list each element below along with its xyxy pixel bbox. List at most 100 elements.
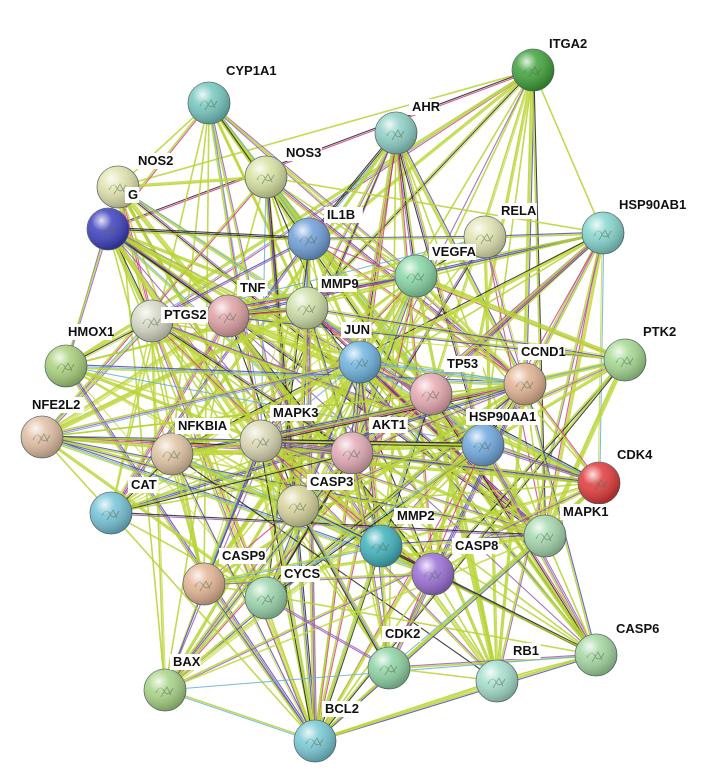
node-hmox1[interactable]: HMOX1 bbox=[44, 324, 114, 388]
interaction-edge bbox=[297, 482, 600, 507]
interaction-edge bbox=[107, 228, 310, 240]
node-label-background bbox=[270, 405, 317, 421]
node-nfkbia[interactable]: NFKBIA bbox=[150, 418, 231, 476]
interaction-edge bbox=[108, 226, 310, 238]
node-label-background bbox=[307, 474, 354, 490]
interaction-edge bbox=[41, 361, 361, 438]
node-label-background bbox=[614, 447, 653, 463]
node-ptk2[interactable]: PTK2 bbox=[603, 324, 679, 382]
node-nos3[interactable]: NOS3 bbox=[244, 145, 322, 199]
node-label: CASP3 bbox=[310, 474, 353, 489]
interaction-edge bbox=[151, 320, 299, 507]
node-ahr[interactable]: AHR bbox=[374, 99, 441, 155]
interaction-edge bbox=[432, 69, 535, 575]
node-label: NOS2 bbox=[138, 153, 173, 168]
interaction-edge bbox=[260, 440, 484, 446]
node-casp6[interactable]: CASP6 bbox=[574, 621, 660, 677]
node-label: NFE2L2 bbox=[32, 397, 80, 412]
node-cycs[interactable]: CYCS bbox=[244, 566, 320, 620]
node-label: JUN bbox=[344, 322, 370, 337]
node-label-background bbox=[409, 99, 440, 115]
node-tnf[interactable]: TNF bbox=[206, 280, 268, 338]
interaction-edge bbox=[42, 316, 230, 439]
node-highlight bbox=[183, 563, 225, 605]
interaction-edge bbox=[314, 452, 353, 742]
node-hsp90ab1[interactable]: HSP90AB1 bbox=[581, 197, 688, 255]
node-g[interactable]: G bbox=[86, 187, 140, 251]
interaction-edge bbox=[164, 361, 362, 691]
node-label-background bbox=[498, 203, 537, 219]
node-highlight bbox=[368, 647, 410, 689]
interaction-edge bbox=[296, 506, 389, 670]
node-bcl2[interactable]: BCL2 bbox=[293, 701, 361, 763]
interaction-edge bbox=[351, 275, 417, 454]
node-label-background bbox=[510, 643, 541, 659]
node-casp8[interactable]: CASP8 bbox=[411, 538, 499, 596]
interaction-edge bbox=[305, 68, 533, 308]
node-highlight bbox=[45, 345, 87, 387]
node-akt1[interactable]: AKT1 bbox=[330, 417, 408, 475]
interaction-edge bbox=[381, 483, 600, 548]
node-ccnd1[interactable]: CCND1 bbox=[503, 344, 566, 406]
node-casp3[interactable]: CASP3 bbox=[276, 474, 354, 528]
node-jun[interactable]: JUN bbox=[338, 322, 382, 384]
interaction-edge bbox=[314, 679, 497, 742]
interaction-edge bbox=[108, 227, 308, 308]
interaction-edge bbox=[359, 362, 525, 387]
interaction-edge bbox=[164, 535, 546, 691]
node-ptgs2[interactable]: PTGS2 bbox=[130, 299, 208, 343]
node-label-background bbox=[223, 63, 279, 79]
node-highlight bbox=[578, 462, 620, 504]
node-vegfa[interactable]: VEGFA bbox=[394, 244, 477, 298]
node-mmp9[interactable]: MMP9 bbox=[285, 276, 359, 330]
node-label: ITGA2 bbox=[549, 36, 587, 51]
node-label: HSP90AB1 bbox=[619, 197, 686, 212]
node-mapk1[interactable]: MAPK1 bbox=[523, 504, 609, 558]
node-rela[interactable]: RELA bbox=[463, 203, 537, 259]
node-hsp90aa1[interactable]: HSP90AA1 bbox=[461, 409, 538, 467]
interaction-edge bbox=[351, 452, 600, 484]
node-highlight bbox=[375, 112, 417, 154]
interaction-edge bbox=[309, 236, 486, 241]
interaction-edge bbox=[107, 228, 308, 310]
interaction-edge bbox=[226, 68, 533, 316]
node-tp53[interactable]: TP53 bbox=[409, 356, 483, 416]
node-itga2[interactable]: ITGA2 bbox=[511, 36, 593, 92]
interaction-edge bbox=[66, 364, 317, 741]
node-label: CAT bbox=[131, 477, 157, 492]
node-cat[interactable]: CAT bbox=[89, 477, 159, 535]
interaction-edge bbox=[415, 275, 626, 361]
interaction-edge bbox=[431, 69, 533, 574]
node-il1b[interactable]: IL1B bbox=[287, 207, 363, 261]
interaction-edge bbox=[151, 321, 600, 485]
interaction-edge bbox=[118, 177, 267, 189]
interaction-edge bbox=[524, 69, 534, 385]
node-cdk4[interactable]: CDK4 bbox=[577, 447, 653, 505]
interaction-edge bbox=[203, 544, 381, 585]
node-highlight bbox=[87, 208, 129, 250]
node-label-background bbox=[369, 417, 408, 433]
node-cdk2[interactable]: CDK2 bbox=[367, 626, 421, 690]
interaction-edge bbox=[66, 363, 526, 383]
interaction-edge bbox=[152, 70, 534, 323]
node-mmp2[interactable]: MMP2 bbox=[359, 508, 435, 568]
node-casp9[interactable]: CASP9 bbox=[182, 548, 266, 606]
interaction-edge bbox=[352, 450, 600, 483]
node-mapk3[interactable]: MAPK3 bbox=[239, 405, 319, 463]
node-cyp1a1[interactable]: CYP1A1 bbox=[187, 63, 279, 125]
node-label: RELA bbox=[501, 203, 537, 218]
interaction-edge bbox=[172, 453, 317, 741]
node-bax[interactable]: BAX bbox=[143, 654, 201, 712]
node-rb1[interactable]: RB1 bbox=[475, 643, 541, 703]
node-label: MMP2 bbox=[397, 508, 435, 523]
interaction-edge bbox=[306, 307, 626, 361]
interaction-edge bbox=[433, 483, 600, 576]
interaction-edge bbox=[414, 276, 526, 386]
interaction-edge bbox=[202, 584, 315, 742]
interaction-edge bbox=[171, 360, 360, 455]
node-label-background bbox=[322, 701, 361, 717]
interaction-edge bbox=[298, 504, 392, 668]
interaction-edge bbox=[266, 596, 390, 668]
node-nfe2l2[interactable]: NFE2L2 bbox=[20, 397, 85, 459]
